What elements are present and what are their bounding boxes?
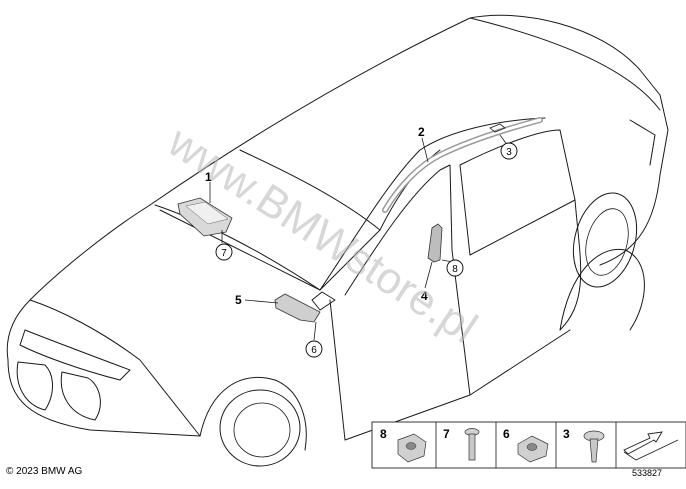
parts-legend: 8 7 6 3 [371,421,686,469]
svg-text:6: 6 [311,345,317,356]
svg-text:7: 7 [221,248,227,259]
callout-1: 1 [205,170,212,184]
callout-2: 2 [418,125,425,139]
legend-number-6: 6 [503,427,510,441]
callout-circle-3: 3 [500,142,518,160]
copyright: © 2023 BMW AG [6,466,83,477]
clip-nut-icon [517,435,549,463]
screw-icon [464,428,480,461]
callout-5: 5 [235,293,242,307]
knee-airbag-icon [274,293,321,323]
legend-number-3: 3 [563,427,570,441]
legend-number-7: 7 [443,427,450,441]
leader-lines [209,134,509,341]
callout-4: 4 [421,289,428,303]
side-airbag-icon [427,223,443,263]
legend-number-8: 8 [380,427,387,441]
arrow-icon [623,431,679,461]
callout-circle-8: 8 [446,259,464,277]
nut-icon [397,433,427,463]
diagram-number: 533827 [632,468,663,478]
svg-text:3: 3 [506,147,512,158]
airbag-module-icon [177,197,233,237]
curtain-airbag-icon [382,117,543,213]
screw-icon [583,430,605,463]
callout-circle-6: 6 [305,340,323,358]
car-outline-icon [6,14,669,467]
svg-text:8: 8 [452,264,458,275]
callout-circle-7: 7 [215,243,233,261]
